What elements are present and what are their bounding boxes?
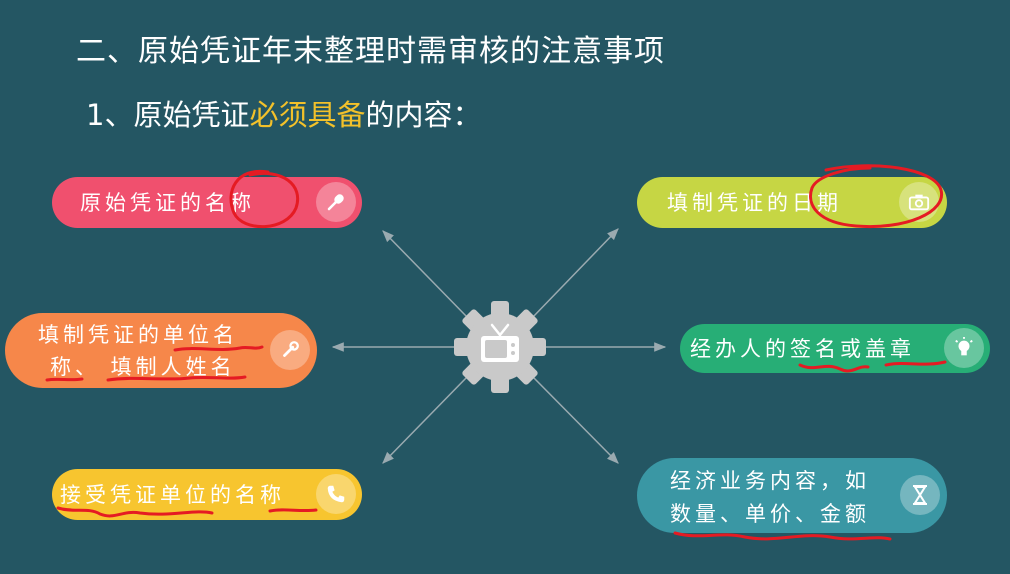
item-handler-signature-text: 经办人的签名或盖章: [690, 336, 915, 361]
annotation-underline-amounts: [673, 531, 892, 541]
lightbulb-icon: [944, 328, 984, 368]
item-issue-date-text: 填制凭证的日期: [667, 190, 842, 215]
camera-icon: [899, 182, 939, 222]
arrow-bottom-right: [531, 375, 619, 464]
item-issuer-info: 填制凭证的单位名 称、 填制人姓名: [5, 313, 317, 388]
arrow-top-left: [382, 230, 469, 319]
item-document-name-text: 原始凭证的名称: [80, 190, 255, 215]
hourglass-icon: [900, 475, 940, 515]
item-recipient-name-text: 接受凭证单位的名称: [60, 482, 285, 507]
subtitle-highlight: 必须具备: [249, 98, 366, 132]
item-handler-signature: 经办人的签名或盖章: [680, 324, 990, 373]
item-business-content: 经济业务内容，如 数量、单价、金额: [637, 458, 947, 533]
item-business-content-line2: 数量、单价、金额: [670, 502, 870, 526]
item-issuer-info-line2: 称、 填制人姓名: [50, 355, 236, 379]
item-recipient-name: 接受凭证单位的名称: [52, 469, 362, 520]
subtitle-suffix: 的内容：: [365, 98, 482, 132]
slide-title: 二、原始凭证年末整理时需审核的注意事项: [76, 34, 665, 69]
slide-subtitle: 1、原始凭证必须具备的内容：: [86, 92, 481, 134]
item-issuer-info-line1: 填制凭证的单位名: [38, 323, 238, 347]
microphone-icon: [316, 182, 356, 222]
item-issue-date: 填制凭证的日期: [637, 177, 947, 228]
subtitle-prefix: 1、原始凭证: [86, 98, 250, 132]
arrow-bottom-left: [382, 375, 469, 464]
item-document-name: 原始凭证的名称: [52, 177, 362, 228]
item-business-content-line1: 经济业务内容，如: [670, 469, 870, 493]
wrench-icon: [270, 330, 310, 370]
tv-gear-icon: [454, 301, 546, 393]
arrow-top-right: [531, 228, 619, 319]
phone-icon: [316, 474, 356, 514]
